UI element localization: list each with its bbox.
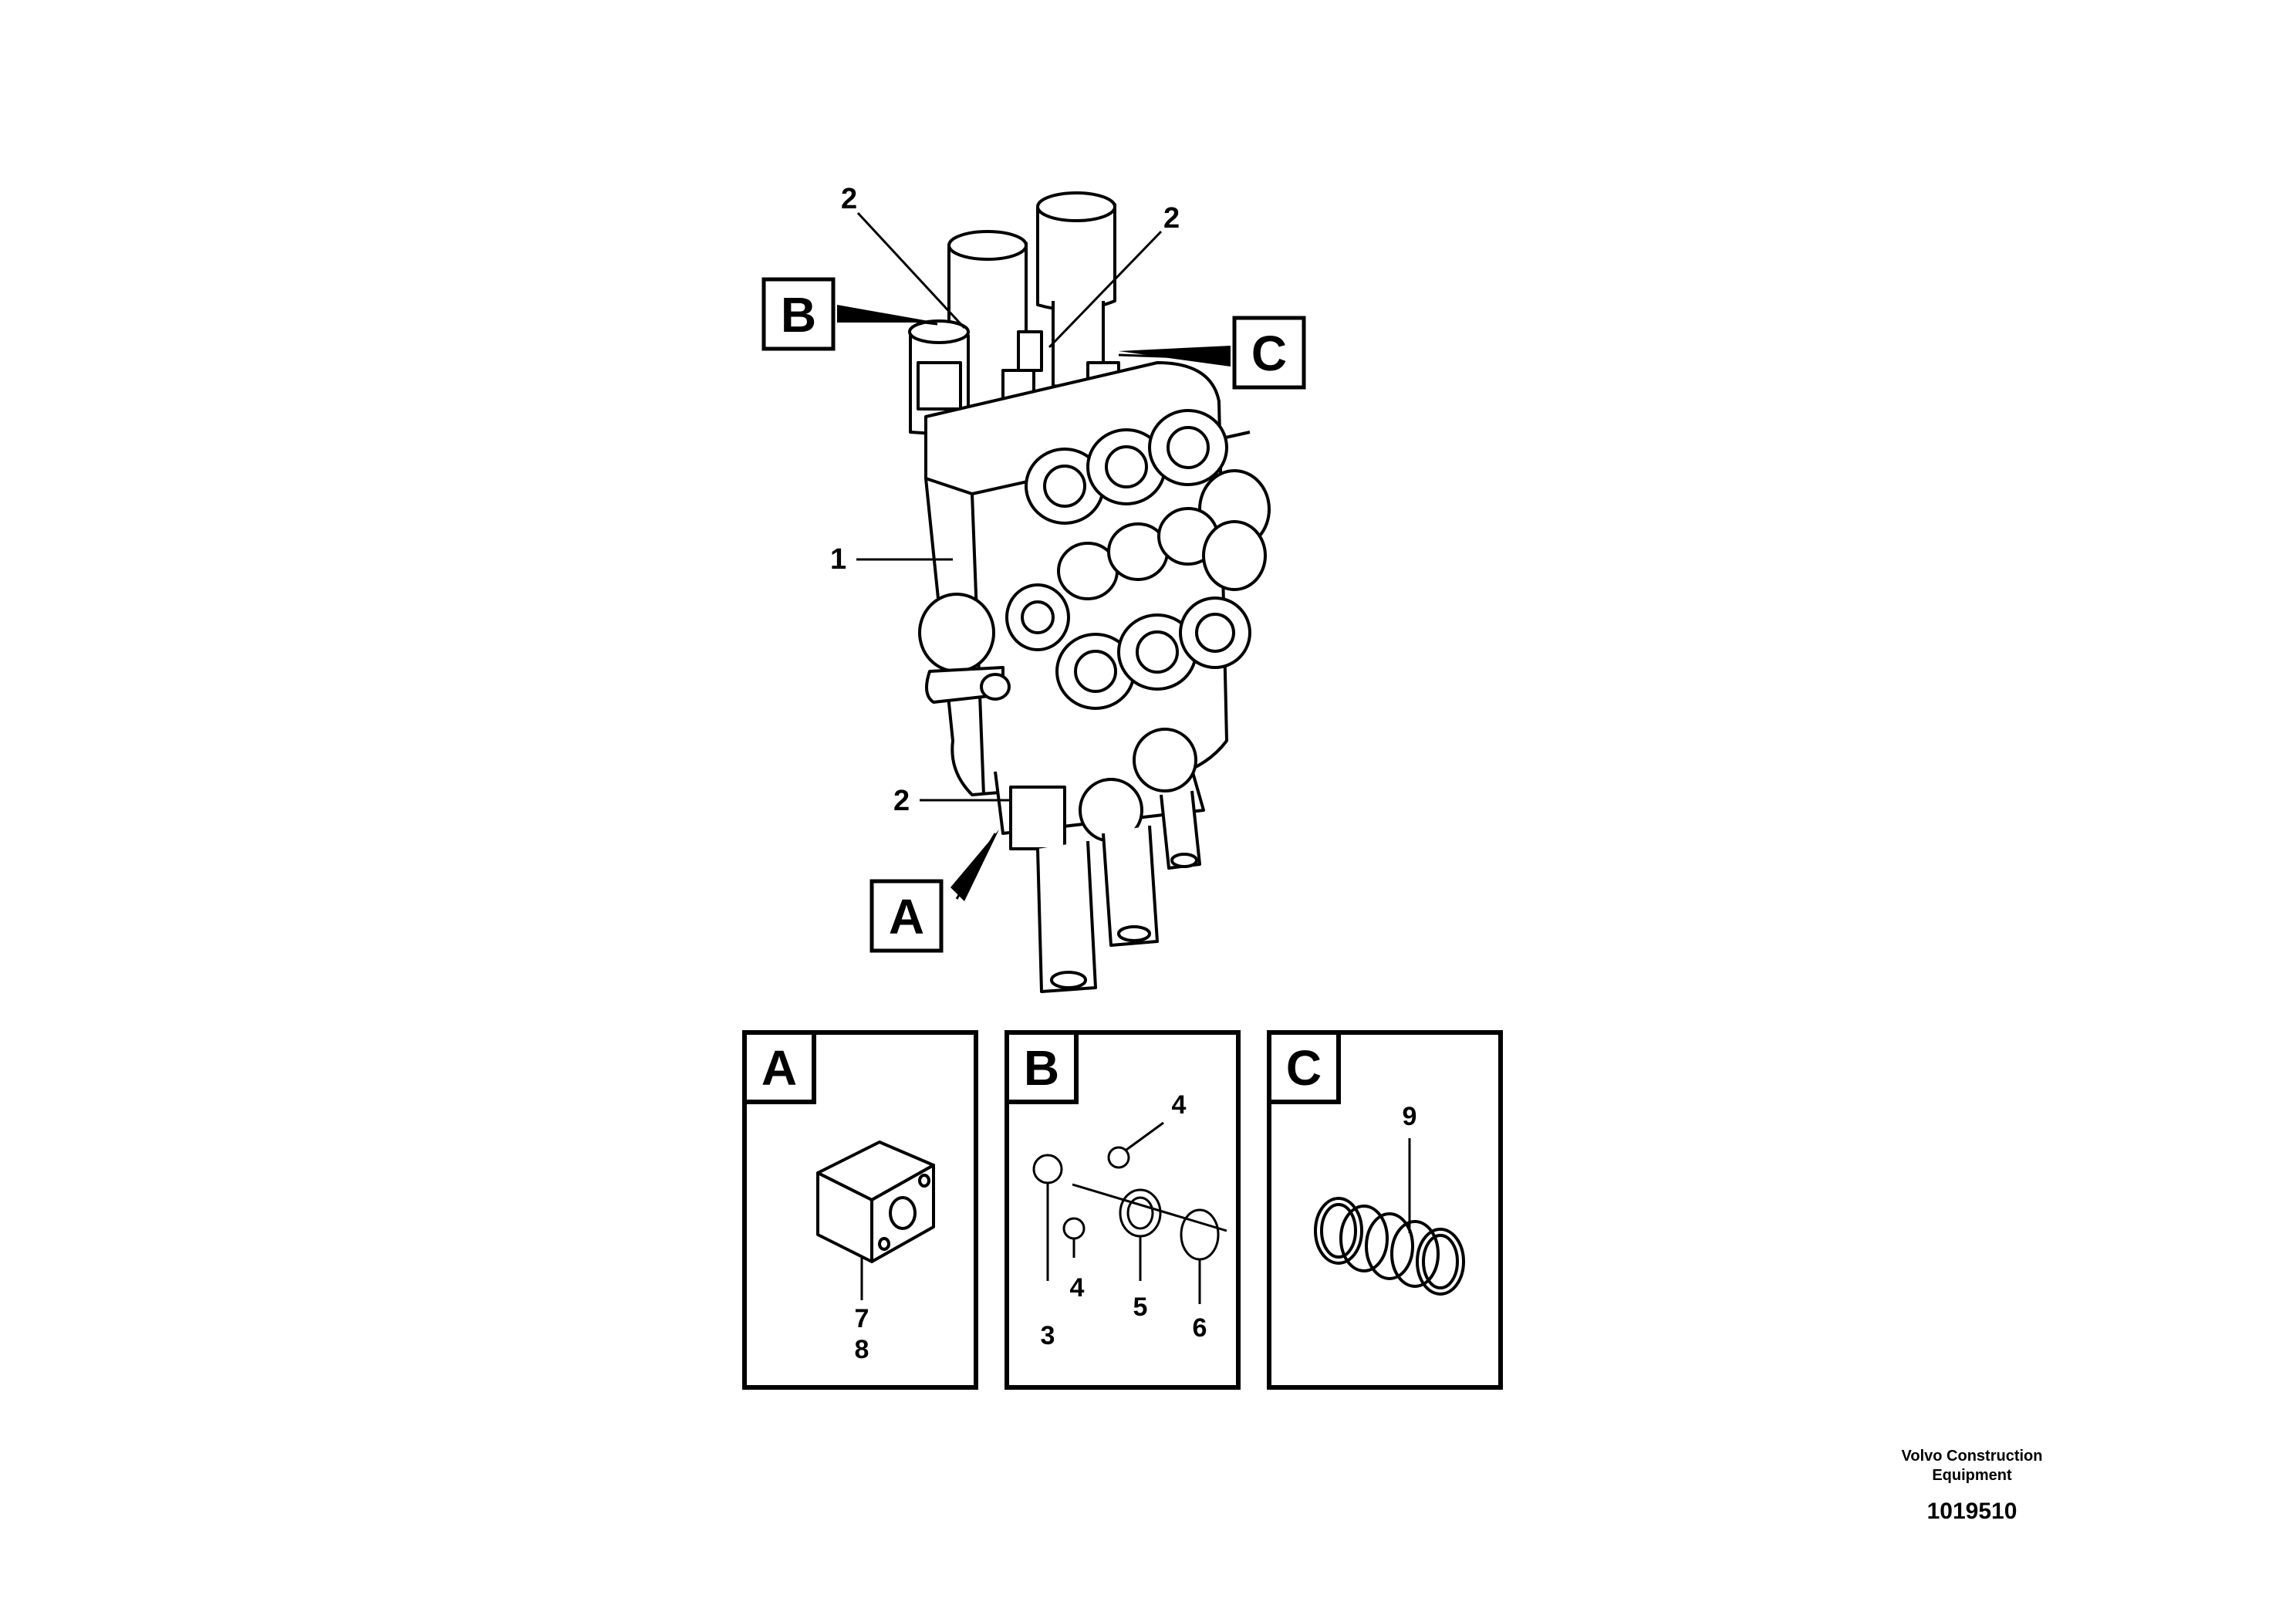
panel-b-letter: B <box>1024 1040 1059 1096</box>
panel-b-part-3: 3 <box>1041 1321 1055 1350</box>
ref-box-c: C <box>1232 316 1306 390</box>
callout-2-left: 2 <box>841 183 857 215</box>
part-4-ball-upper <box>1107 1146 1130 1169</box>
callout-2-lower: 2 <box>893 785 910 817</box>
b-pointer <box>837 305 937 323</box>
callout-2-right: 2 <box>1163 202 1180 235</box>
detail-panel-a: A 7 8 <box>742 1030 978 1390</box>
panel-a-letter: A <box>761 1040 797 1096</box>
ref-box-a-letter: A <box>889 889 924 944</box>
footer-company-line1: Volvo Construction <box>1902 1448 2043 1465</box>
panel-a-part-7: 7 <box>855 1304 869 1333</box>
part-4-ball-lower <box>1062 1217 1086 1240</box>
panel-b-leaders <box>1046 1121 1227 1304</box>
c-pointer <box>1119 346 1231 367</box>
panel-c-part-9: 9 <box>1403 1102 1417 1131</box>
part-3-ball <box>1032 1154 1063 1184</box>
control-valve-assembly <box>908 191 1271 993</box>
panel-b-part-4-lower: 4 <box>1070 1273 1085 1303</box>
part-6-disc <box>1180 1208 1220 1261</box>
ref-box-a: A <box>869 879 944 953</box>
a-pointer <box>950 830 999 901</box>
ref-box-b: B <box>761 277 836 351</box>
spring-part <box>1314 1197 1465 1296</box>
block-part <box>816 1140 935 1263</box>
detail-panel-b: B 4 4 3 5 6 <box>1004 1030 1241 1390</box>
detail-panel-c: C 9 <box>1267 1030 1503 1390</box>
callout-1: 1 <box>830 543 846 576</box>
panel-c-letter: C <box>1286 1040 1322 1096</box>
panel-b-part-5: 5 <box>1133 1293 1148 1322</box>
panel-a-part-8: 8 <box>855 1335 869 1364</box>
ref-box-c-letter: C <box>1251 326 1287 381</box>
drawing-number: 1019510 <box>1927 1499 2017 1524</box>
panel-b-part-4-upper: 4 <box>1172 1090 1187 1120</box>
ref-box-b-letter: B <box>781 287 816 343</box>
footer-company-line2: Equipment <box>1932 1467 2012 1484</box>
panel-b-part-6: 6 <box>1193 1313 1207 1343</box>
